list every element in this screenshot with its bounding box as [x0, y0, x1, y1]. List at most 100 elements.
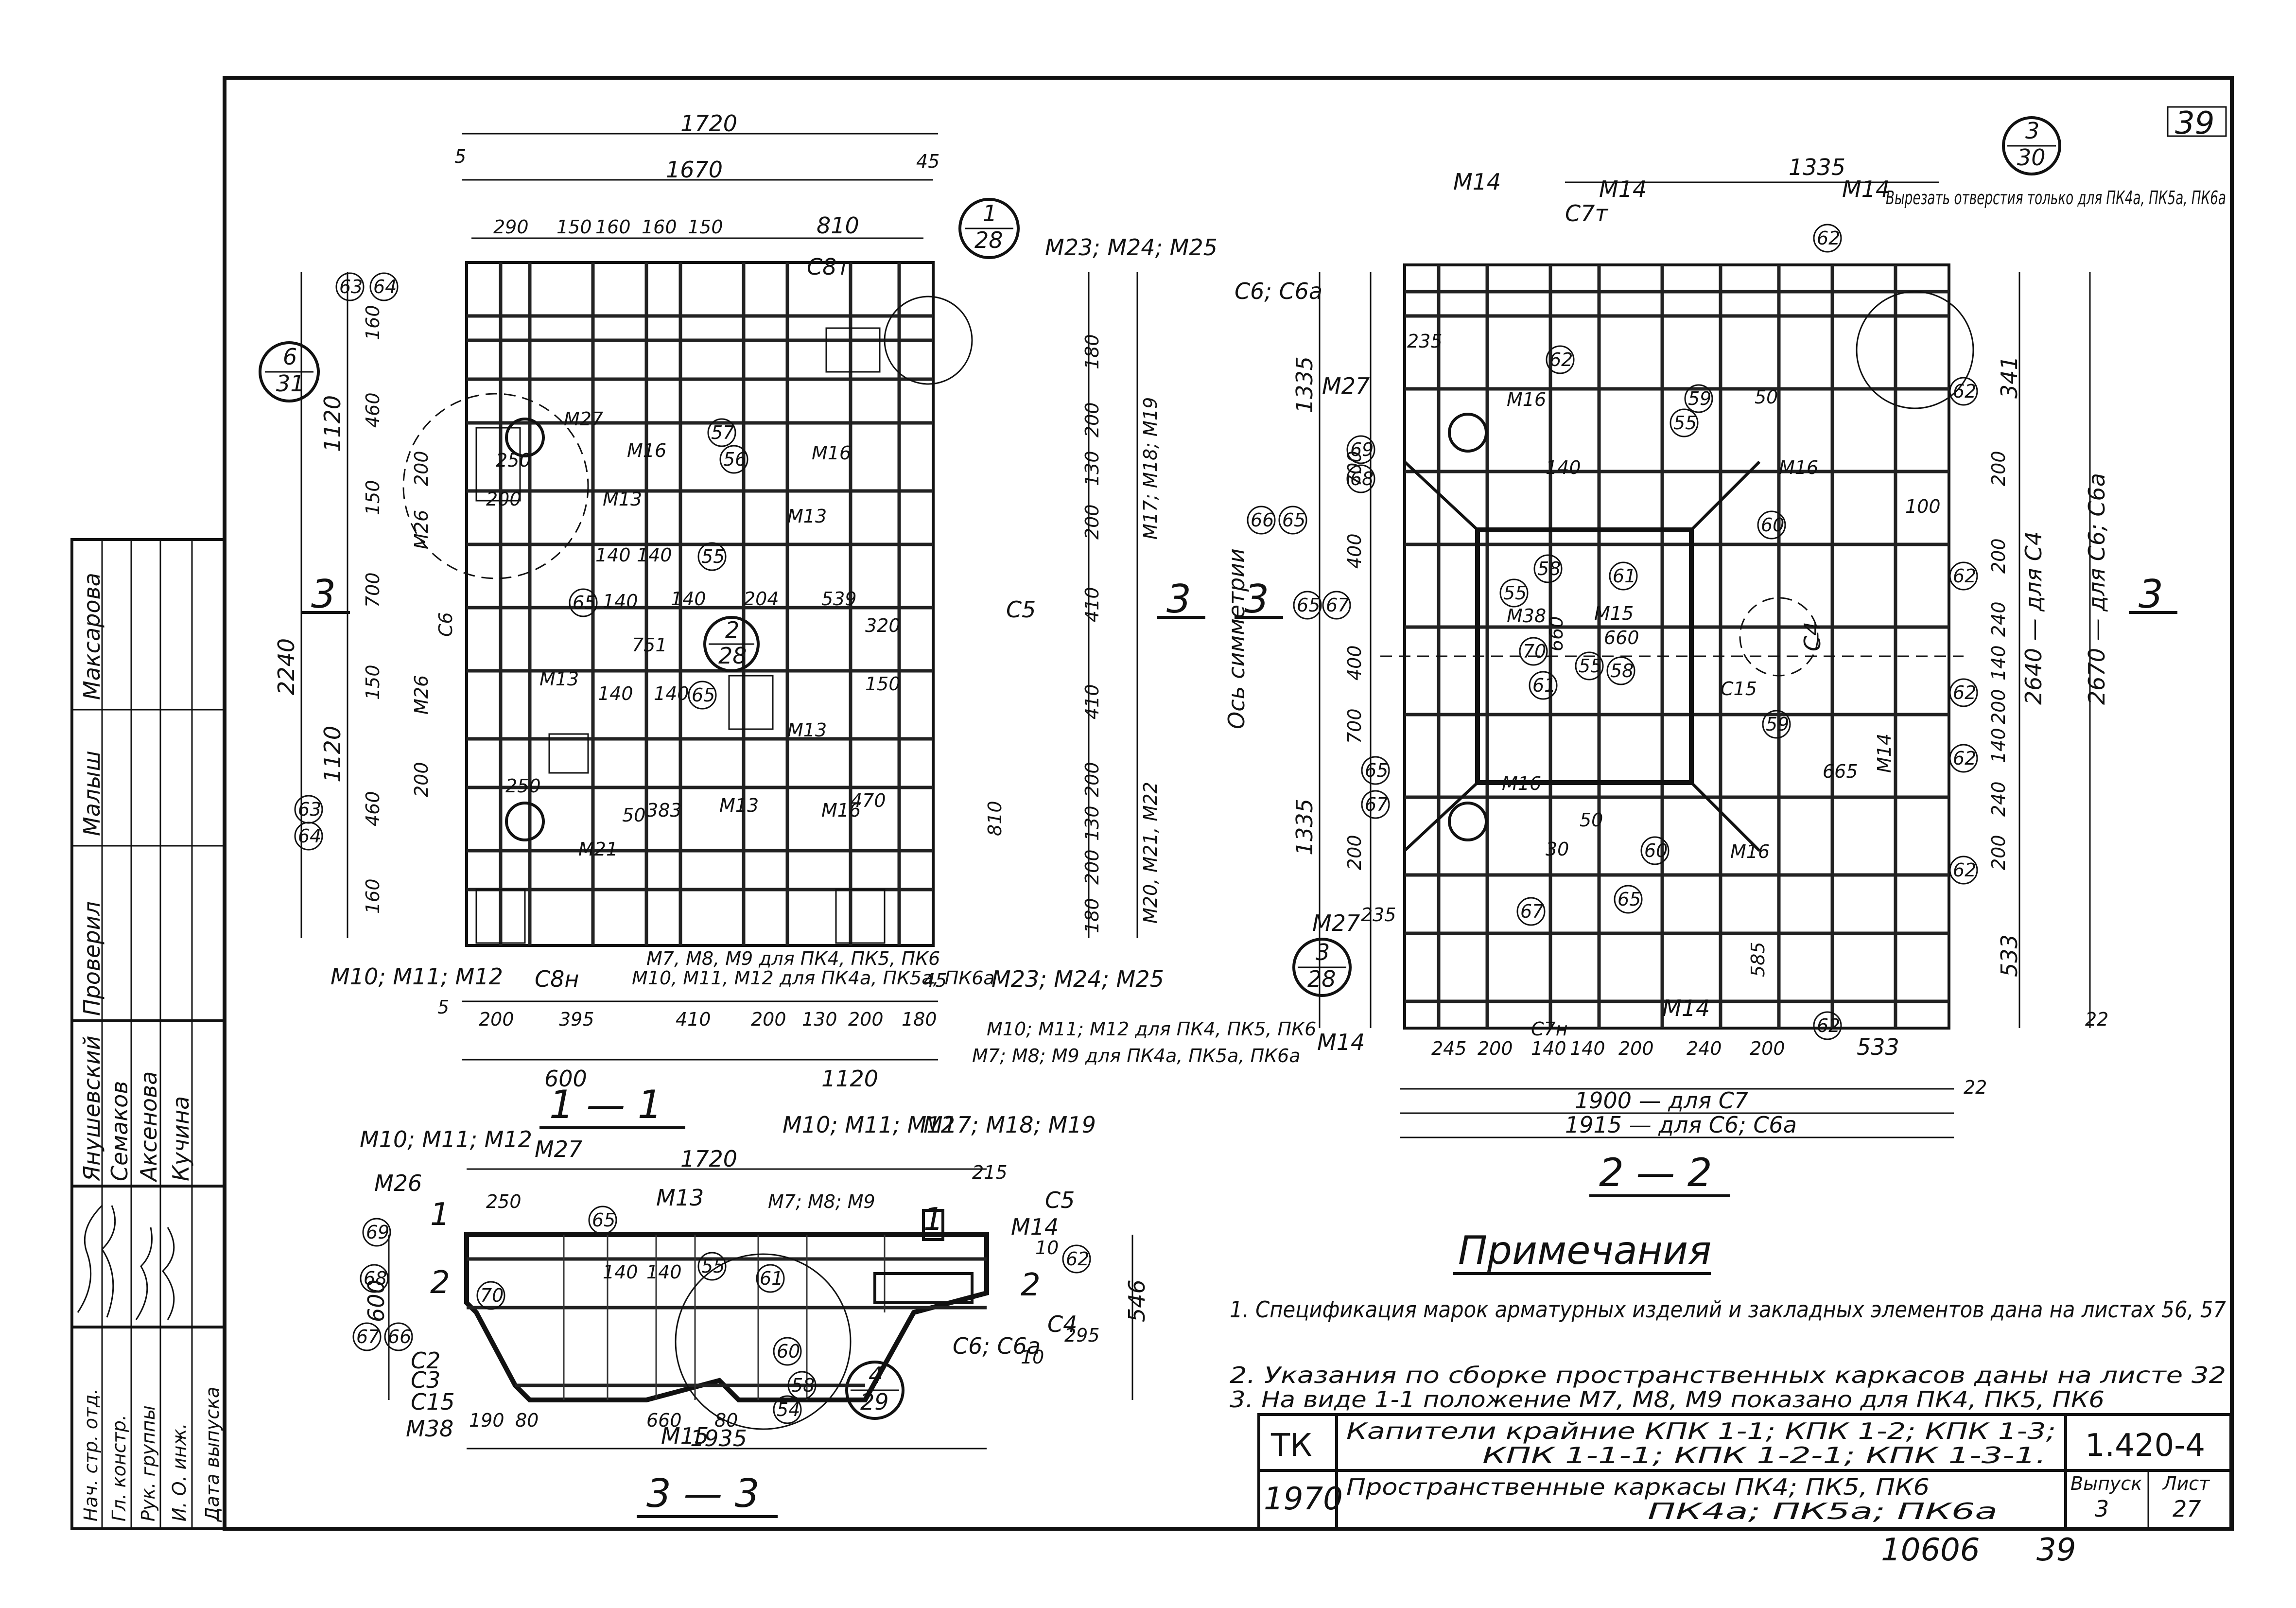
dim-2-2-inner-4: 50	[1580, 809, 1603, 831]
dim-3-3-8: 80	[714, 1410, 738, 1431]
svg-text:58: 58	[791, 1375, 815, 1396]
dim-3-3-11: 215	[972, 1162, 1008, 1183]
dim-3-3-0: 1720	[680, 1146, 737, 1172]
dim-2-2-right-8: 341	[1996, 356, 2022, 399]
svg-text:67: 67	[1365, 794, 1388, 815]
bubble-2-2-3: 59	[1684, 384, 1713, 413]
mark-3-3-10: С3	[411, 1367, 440, 1393]
svg-text:59: 59	[1766, 714, 1789, 735]
mark-2-2-5: М27	[1322, 373, 1370, 399]
svg-text:66: 66	[1251, 509, 1274, 531]
mark-1-1-18: М10; М11; М12	[330, 963, 503, 990]
dim-3-3-3: 295	[1064, 1325, 1100, 1346]
dim-1-1-inner-2: 140	[595, 544, 631, 566]
mark-3-3-13: М15	[661, 1423, 709, 1449]
dim-1-1-left-7: 700	[362, 572, 383, 608]
bubble-2-2-7: 58	[1533, 554, 1563, 583]
mark-1-1-1: М23; М24; М25	[1045, 234, 1218, 261]
bubble-2-2-11: 55	[1575, 651, 1604, 681]
svg-text:62: 62	[1817, 1015, 1840, 1036]
svg-text:62: 62	[1953, 381, 1976, 402]
bottom-number: 10606	[1881, 1532, 1980, 1568]
dim-2-2-c6: 1915 — для С6; С6а	[1565, 1112, 1797, 1138]
bubble-3-3-0: 69	[362, 1218, 391, 1247]
dim-1-1-top-6: 160	[595, 216, 631, 238]
cut-mark-0: 3	[311, 572, 336, 617]
mark-3-3-11: С15	[411, 1389, 455, 1415]
cut-mark-4: 1	[430, 1197, 450, 1233]
bubble-2-2-27: 67	[1322, 591, 1351, 620]
dim-2-2-inner-5: 30	[1546, 839, 1569, 860]
svg-text:30: 30	[2017, 144, 2046, 171]
mark-3-3-8: М14	[1011, 1214, 1059, 1240]
dim-1-1-left-5: 200	[411, 451, 432, 486]
mark-3-3-6: М7; М8; М9	[768, 1191, 875, 1212]
svg-text:65: 65	[692, 684, 715, 706]
dim-3-3-2: 546	[1124, 1279, 1150, 1322]
svg-text:67: 67	[1520, 901, 1544, 922]
svg-text:61: 61	[1532, 675, 1556, 696]
dim-2-2-bottom-2: 140	[1531, 1038, 1566, 1059]
bubble-3-3-10: 54	[773, 1395, 802, 1424]
note-item-2: 3. На виде 1-1 положение М7, М8, М9 пока…	[1230, 1386, 2105, 1413]
cut-mark-1: 3	[1166, 577, 1191, 622]
svg-text:61: 61	[1613, 565, 1636, 587]
svg-text:54: 54	[777, 1399, 800, 1420]
dim-1-1-left-10: 460	[362, 791, 383, 826]
dim-1-1-left-3: 160	[362, 305, 383, 340]
note-1-1-right-2: М7; М8; М9 для ПК4а, ПК5а, ПК6а	[972, 1045, 1301, 1066]
mark-1-1-15: М13	[719, 795, 759, 816]
svg-text:68: 68	[364, 1268, 387, 1289]
mark-1-1-8: М13	[787, 719, 827, 741]
dim-1-1-top-9: 810	[817, 212, 859, 239]
stamp-title-1b: КПК 1-1-1; КПК 1-2-1; КПК 1-3-1.	[1482, 1442, 2046, 1468]
svg-text:65: 65	[592, 1209, 615, 1231]
svg-text:63: 63	[298, 799, 321, 820]
mark-2-2-6: М16	[1507, 389, 1546, 410]
notes-block: Примечания 1. Спецификация марок арматур…	[1230, 1228, 2226, 1413]
dim-1-1-inner-14: 470	[851, 790, 886, 811]
mark-3-3-15: С4	[1047, 1311, 1077, 1337]
dim-1-1-left-4: 460	[362, 392, 383, 428]
checked-label-2: Максарова	[79, 573, 105, 700]
dim-1-1-right-5: 410	[1081, 684, 1103, 719]
cut-mark-6: 2	[430, 1265, 450, 1301]
mark-1-1-17: М20, М21, М22	[1140, 782, 1161, 924]
bubble-2-2-13: 62	[1949, 561, 1978, 591]
dim-1-1-inner-15: 250	[505, 775, 541, 797]
bubble-1-1-0: 63	[335, 272, 365, 301]
dim-2-2-left-6: 200	[1344, 835, 1365, 870]
mark-3-3-4: М10; М11; М12	[783, 1112, 955, 1138]
mark-3-3-9: С2	[411, 1347, 440, 1374]
bubble-2-2-5: 60	[1757, 510, 1786, 540]
bubble-2-2-23: 68	[1346, 464, 1375, 493]
dim-2-2-inner-2: 140	[1546, 457, 1581, 478]
dim-2-2-right-0: 200	[1988, 451, 2009, 486]
mark-2-2-1: М14	[1599, 176, 1647, 202]
dim-2-2-bottom-9: 22	[2085, 1009, 2108, 1030]
dim-1-1-left-8: 150	[362, 664, 383, 700]
svg-text:62: 62	[1817, 227, 1840, 249]
svg-text:59: 59	[1688, 388, 1711, 409]
bubble-3-3-8: 60	[773, 1337, 802, 1366]
dim-2-2-bottom-6: 200	[1750, 1038, 1785, 1059]
dim-1-1-inner-1: 200	[486, 489, 522, 510]
svg-text:64: 64	[373, 276, 397, 297]
stamp-title-2: Пространственные каркасы ПК4; ПК5, ПК6	[1346, 1474, 1930, 1500]
svg-text:61: 61	[760, 1268, 783, 1289]
svg-text:55: 55	[1503, 582, 1527, 604]
mark-1-1-14: М21	[578, 839, 618, 860]
dim-2-2-left-1: 1335	[1291, 799, 1318, 856]
svg-text:28: 28	[718, 643, 747, 669]
dim-1-1-inner-8: 320	[865, 615, 901, 636]
dim-1-1-top-0: 1720	[680, 110, 737, 137]
svg-text:58: 58	[1537, 558, 1561, 579]
dim-2-2-inner-0: 660	[1604, 627, 1639, 648]
mark-1-1-0: С8т	[807, 254, 850, 280]
dim-2-2-top-0: 1335	[1789, 154, 1845, 180]
svg-text:66: 66	[388, 1326, 411, 1347]
corner-sheet-number: 39	[2175, 105, 2214, 141]
dim-1-1-top-5: 150	[557, 216, 592, 238]
dim-1-1-bottom-4: 200	[751, 1009, 786, 1030]
bubble-2-2-1: 62	[1546, 345, 1575, 374]
